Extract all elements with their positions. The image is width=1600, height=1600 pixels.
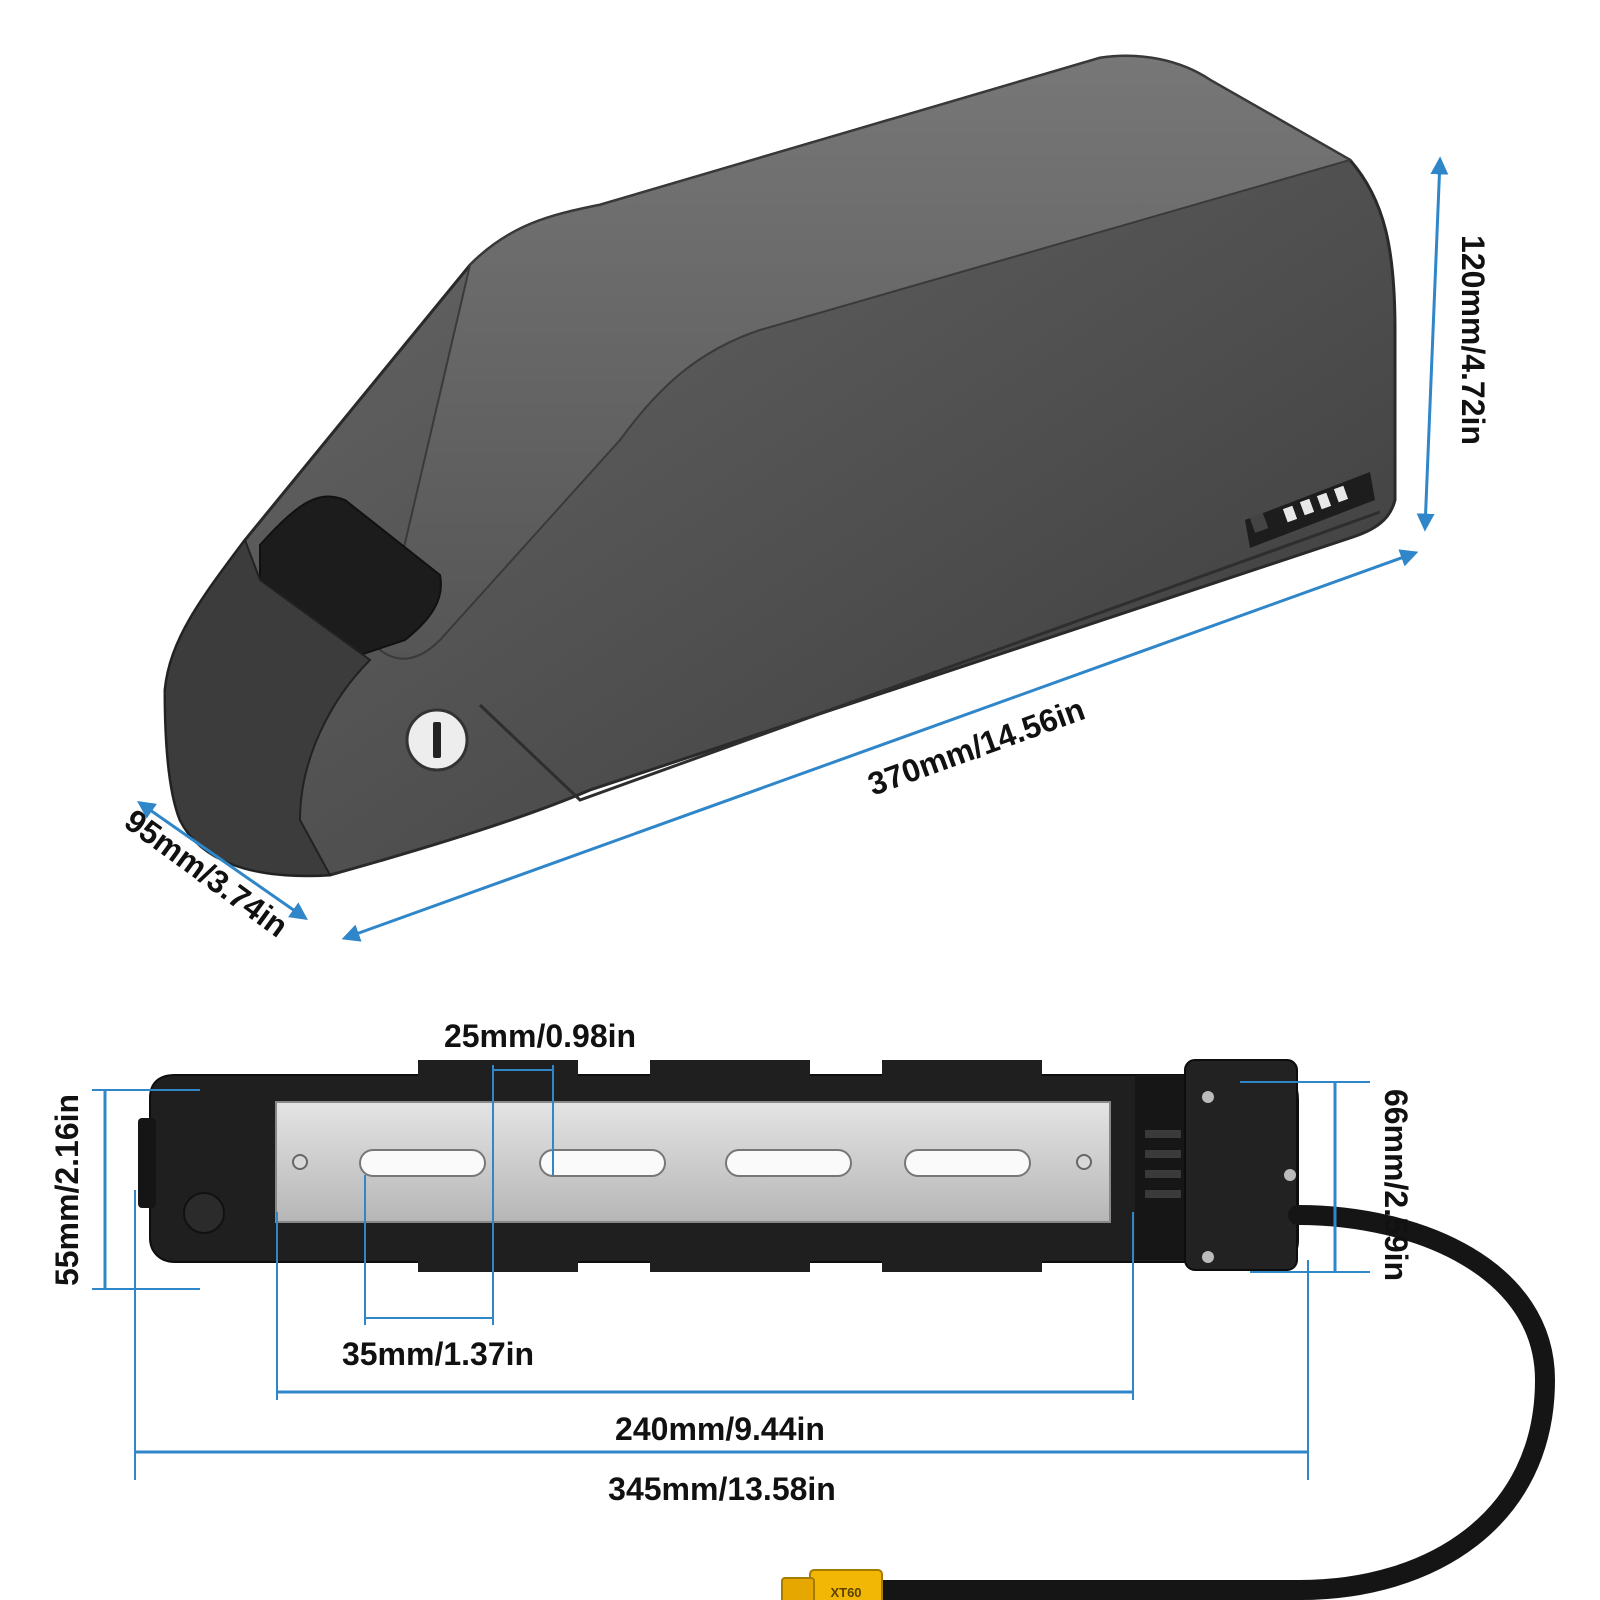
- lower-tab: [418, 1250, 578, 1272]
- left-height-label: 55mm/2.16in: [49, 1094, 85, 1286]
- key-lock-icon: [405, 708, 469, 772]
- left-end-plug: [138, 1118, 156, 1208]
- upper-tab: [650, 1060, 810, 1084]
- lower-tab: [650, 1250, 810, 1272]
- rail-screw: [292, 1154, 308, 1170]
- terminal-screw: [1284, 1169, 1296, 1181]
- length-dimension-line: [341, 549, 1419, 942]
- length-label: 370mm/14.56in: [863, 691, 1089, 803]
- rail-slot: [904, 1149, 1031, 1177]
- lower-tab: [882, 1250, 1042, 1272]
- rail-length-label: 240mm/9.44in: [615, 1411, 825, 1447]
- terminal-block: [1135, 1075, 1185, 1260]
- total-length-label: 345mm/13.58in: [608, 1471, 836, 1507]
- terminal-pin: [1145, 1150, 1181, 1158]
- bottom-dimensions: 25mm/0.98in 35mm/1.37in 240mm/9.44in 345…: [49, 1018, 1414, 1507]
- slot-spacing-label: 35mm/1.37in: [342, 1336, 534, 1372]
- terminal-screw: [1202, 1091, 1214, 1103]
- terminal-plate: [1184, 1059, 1298, 1271]
- upper-tab: [418, 1060, 578, 1084]
- right-height-label: 66mm/2.59in: [1378, 1089, 1414, 1281]
- left-round-button: [183, 1192, 225, 1234]
- width-dimension-line: [137, 800, 308, 921]
- battery-bottom-view: XT60: [138, 1059, 1556, 1600]
- power-cable: [870, 1205, 1556, 1600]
- height-label: 120mm/4.72in: [1455, 235, 1491, 445]
- rail-screw: [1076, 1154, 1092, 1170]
- rail-slot: [359, 1149, 486, 1177]
- battery-level-indicator-icon: [1245, 472, 1375, 548]
- rail-slot: [725, 1149, 852, 1177]
- rail-slot: [539, 1149, 666, 1177]
- terminal-pin: [1145, 1190, 1181, 1198]
- terminal-pin: [1145, 1130, 1181, 1138]
- xt60-connector: XT60: [781, 1569, 883, 1600]
- battery-3d-view: [163, 54, 1397, 878]
- upper-tab: [882, 1060, 1042, 1084]
- terminal-pin: [1145, 1170, 1181, 1178]
- slot-width-label: 25mm/0.98in: [444, 1018, 636, 1054]
- height-dimension-line: [1416, 156, 1449, 532]
- connector-label: XT60: [830, 1585, 861, 1600]
- terminal-screw: [1202, 1251, 1214, 1263]
